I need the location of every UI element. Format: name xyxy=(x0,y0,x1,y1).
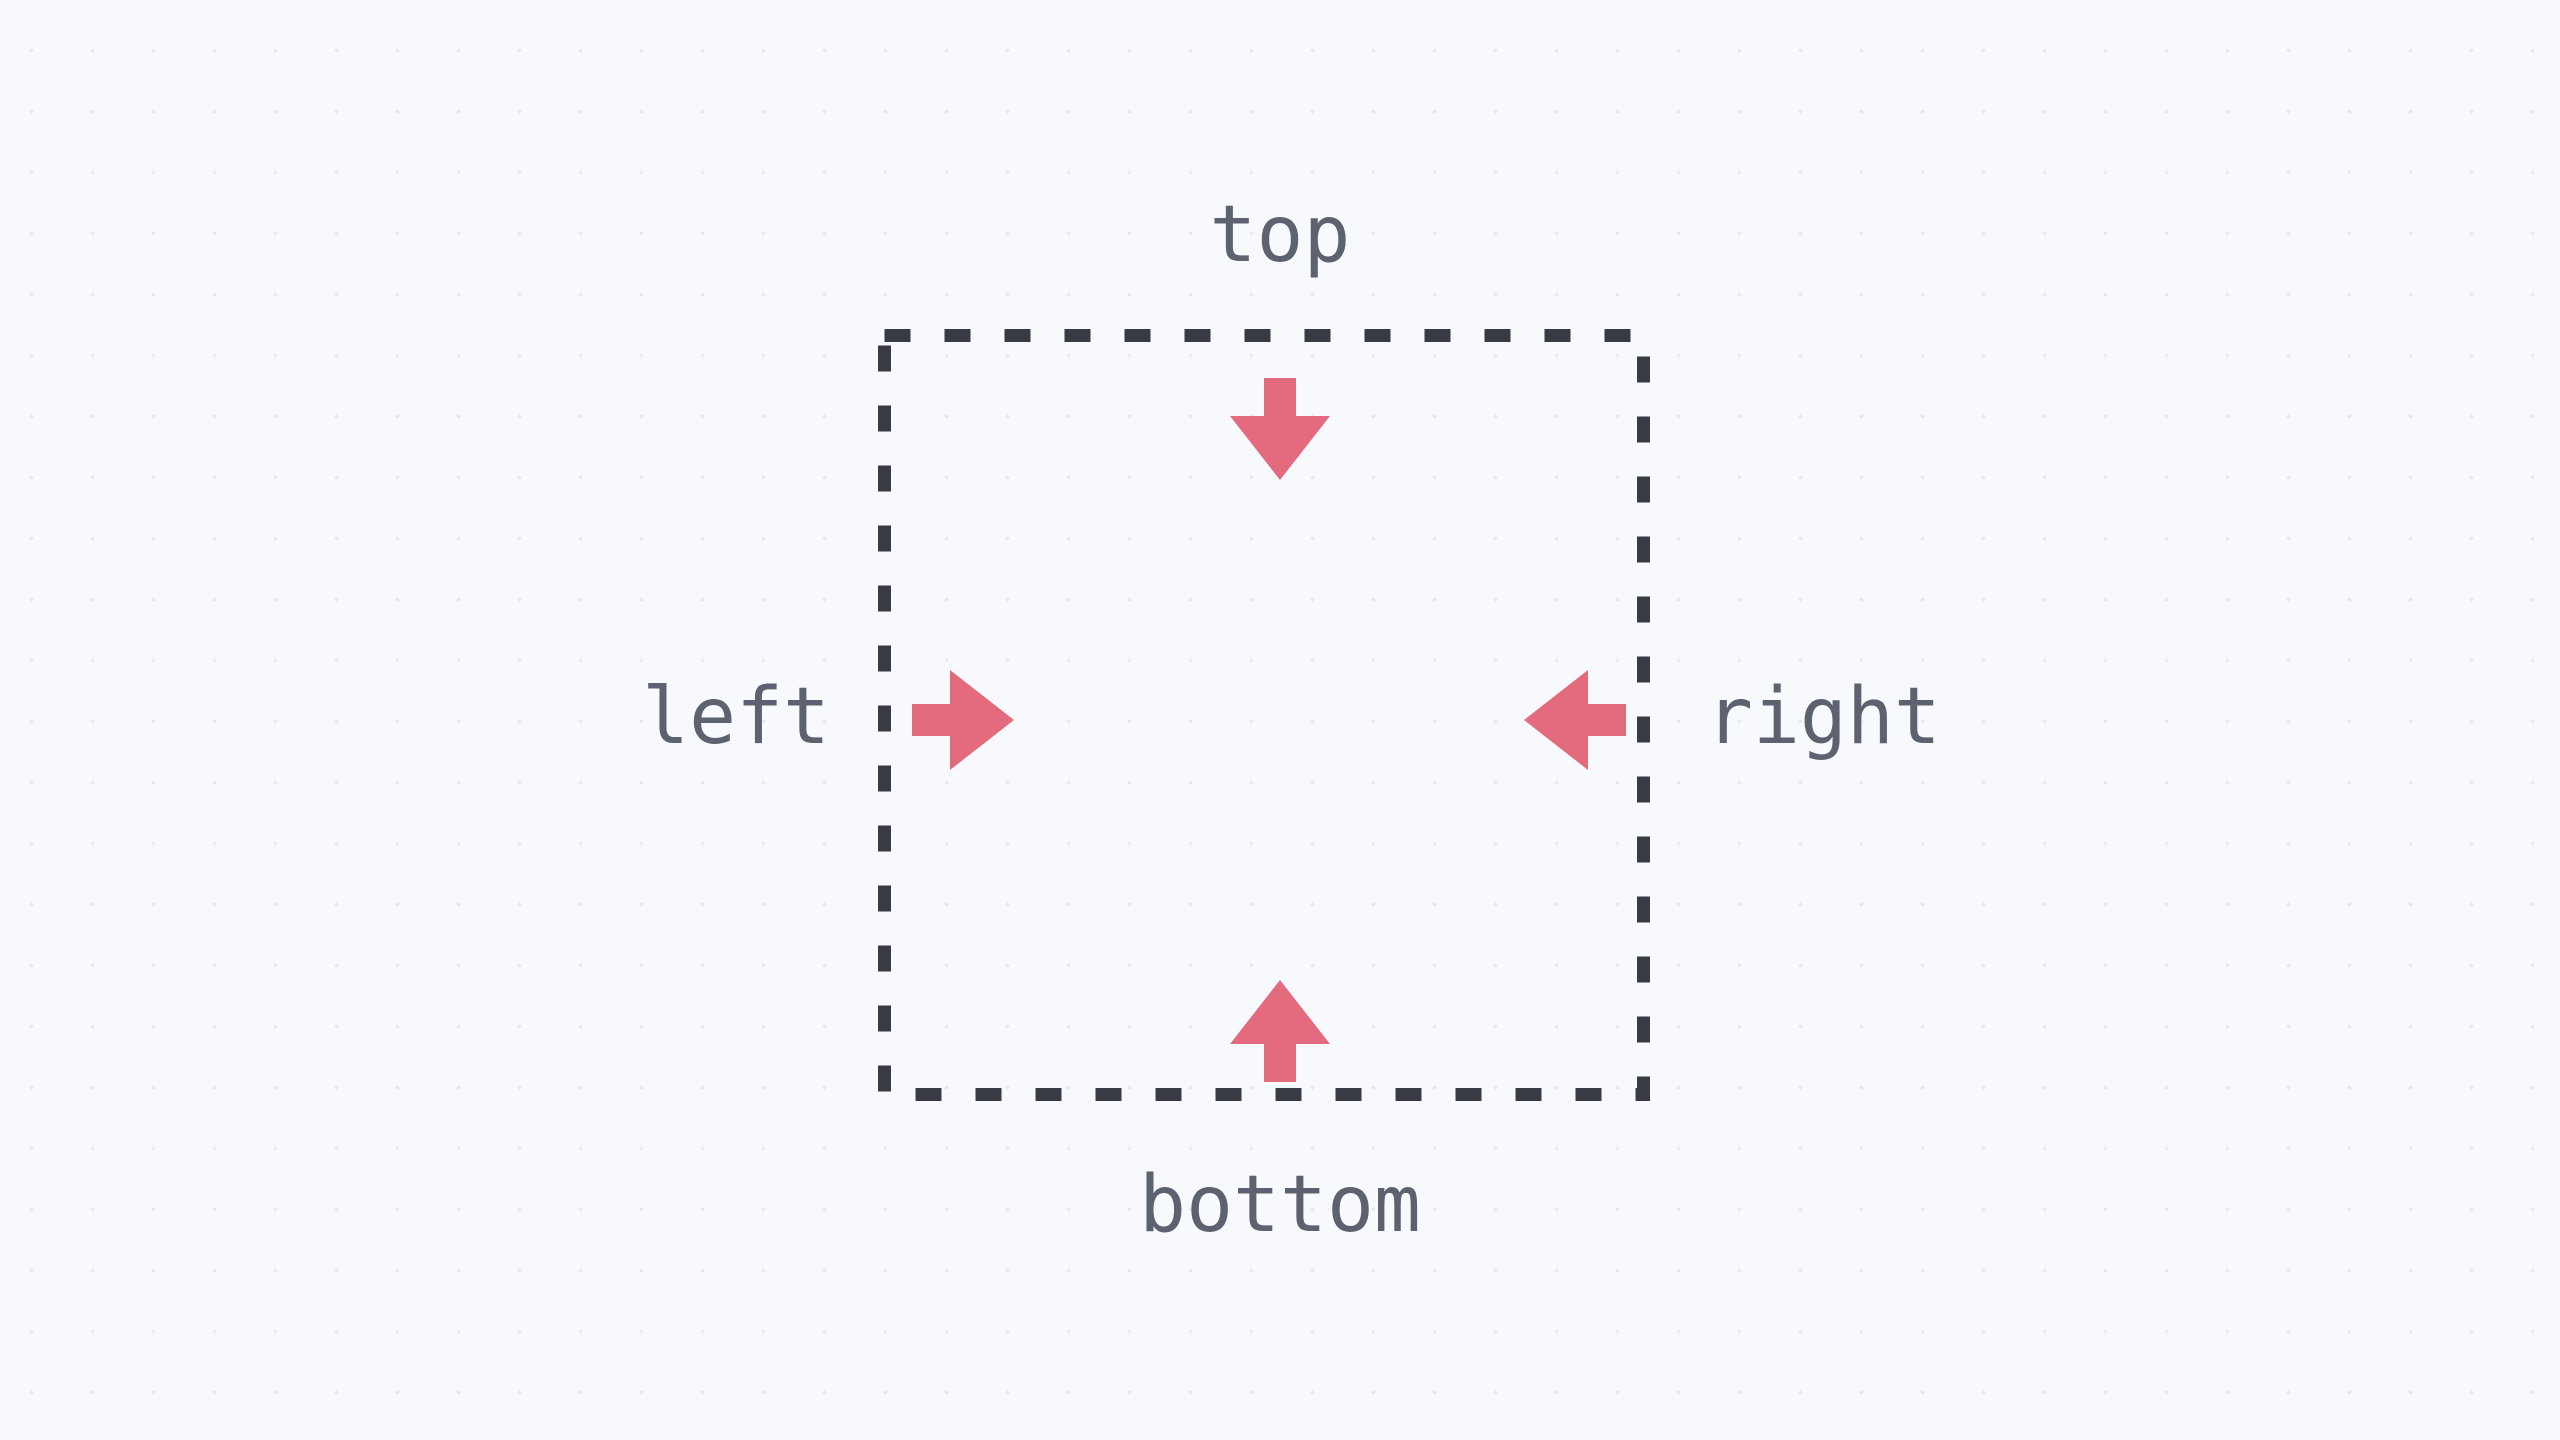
arrow-left-icon xyxy=(1524,670,1626,770)
arrow-down-icon xyxy=(1230,378,1330,480)
dashed-box xyxy=(878,329,1650,1101)
label-bottom: bottom xyxy=(1139,1160,1421,1250)
arrow-up-icon xyxy=(1230,980,1330,1082)
dashed-box-border xyxy=(878,329,1650,1101)
label-top: top xyxy=(1209,190,1351,280)
label-right: right xyxy=(1706,672,1941,762)
label-left: left xyxy=(642,672,830,762)
arrow-right-icon xyxy=(912,670,1014,770)
